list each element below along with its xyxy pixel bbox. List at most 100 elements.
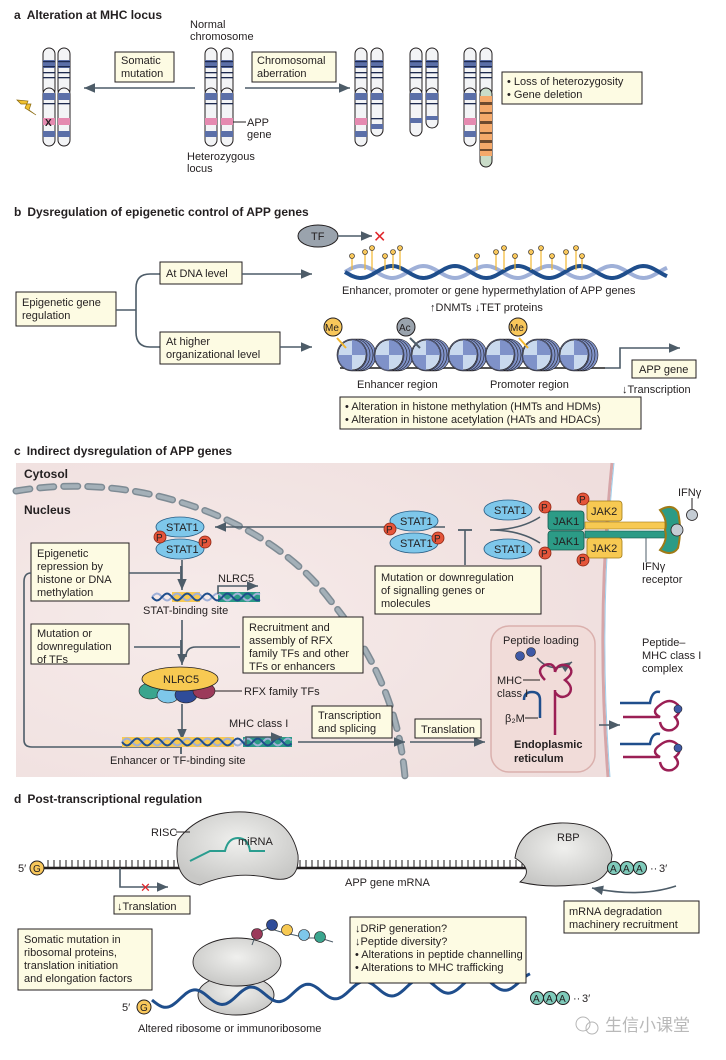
svg-text:P: P: [156, 533, 163, 544]
nascent-peptide: [251, 919, 334, 946]
cap-icon-2: [136, 999, 152, 1015]
transcription-start-arrow: [605, 343, 680, 369]
epigenetic-regulation-box: [15, 291, 117, 327]
consequences-list: ↓DRiP generation?↓Peptide diversity?• Al…: [355, 923, 523, 974]
acetyl-mark: [396, 317, 416, 337]
svg-text:A: A: [623, 864, 630, 875]
chromosome-pair-mutated: X: [16, 47, 71, 147]
cytosol-label: Cytosol: [24, 467, 68, 481]
me-label-1: Me: [325, 323, 339, 334]
svg-text:P: P: [434, 534, 441, 545]
methylated-dna-helix: [343, 245, 668, 281]
translation-box: [414, 718, 482, 739]
svg-text:P: P: [201, 538, 208, 549]
blocked-x-icon: ✕: [140, 881, 151, 896]
mhc-class-i-heavy-chain: [538, 663, 573, 735]
svg-text:STAT1: STAT1: [166, 522, 199, 534]
stat-binding-dna: [151, 592, 261, 602]
chromosome-pair-partial-deletion: [354, 47, 384, 147]
svg-text:JAK1: JAK1: [553, 516, 579, 528]
svg-text:生信小课堂: 生信小课堂: [605, 1016, 690, 1036]
cap-icon: [29, 860, 45, 876]
recruitment-arrow: [591, 885, 677, 895]
svg-text:P: P: [579, 556, 586, 567]
app-gene-box: [631, 359, 697, 379]
rbp-protein: [514, 822, 613, 887]
enhancer-region-label: Enhancer region: [357, 379, 438, 391]
svg-text:JAK1: JAK1: [553, 536, 579, 548]
nucleosome-array: [336, 338, 599, 372]
mirna-strand: [189, 836, 265, 862]
rbp-label: RBP: [557, 832, 580, 844]
stat1-dimer-cytosolic: STAT1 STAT1 P P: [383, 510, 445, 554]
ifng-ligand: [686, 509, 698, 521]
rfx-family-label: RFX family TFs: [244, 686, 320, 698]
svg-text:A: A: [559, 994, 566, 1005]
svg-text:STAT1: STAT1: [494, 505, 527, 517]
five-prime-label-2: 5′: [122, 1002, 130, 1014]
svg-text:··: ··: [573, 993, 580, 1005]
svg-text:P: P: [541, 549, 548, 560]
recruitment-box: [242, 616, 364, 674]
mirna-label: miRNA: [238, 836, 273, 848]
svg-text:NLRC5: NLRC5: [163, 674, 199, 686]
stat1-monomer-top: [483, 499, 533, 521]
svg-text:A: A: [636, 864, 643, 875]
risc-complex: [176, 811, 299, 886]
chromosome-pair-loh: [463, 47, 493, 168]
higher-level-box: [159, 331, 281, 365]
ac-label: Ac: [399, 323, 411, 334]
peptide-mhc-complex-2: [620, 732, 683, 772]
mutation-mark: X: [45, 118, 52, 129]
watermark: 生信小课堂: [575, 1016, 690, 1036]
translation-down-text: ↓Translation: [117, 901, 177, 913]
me-label-2: Me: [510, 323, 524, 334]
chromosome-pair-deleted: [409, 47, 439, 137]
dnmt-tet-caption: ↑DNMTs ↓TET proteins: [430, 302, 543, 314]
ribosome-label: Altered ribosome or immunoribosome: [138, 1023, 321, 1035]
peptide-loading-label: Peptide loading: [503, 635, 579, 647]
degradation-box: [563, 900, 700, 934]
svg-text:JAK2: JAK2: [591, 543, 617, 555]
methyl-mark-1: [323, 317, 343, 337]
promoter-region-label: Promoter region: [490, 379, 569, 391]
svg-text:G: G: [140, 1003, 148, 1014]
hypermethylation-caption: Enhancer, promoter or gene hypermethylat…: [342, 285, 636, 297]
transcription-splicing-box: [311, 705, 393, 739]
svg-text:3′: 3′: [582, 993, 590, 1005]
ifng-label: IFNγ: [678, 487, 702, 499]
svg-text:A: A: [546, 994, 553, 1005]
svg-text:STAT1: STAT1: [400, 538, 433, 550]
svg-text:A: A: [533, 994, 540, 1005]
peptide-mhc-complex-1: [620, 690, 683, 732]
nucleus-label: Nucleus: [24, 503, 71, 517]
consequences-box: [349, 916, 527, 984]
chromosomal-aberration-box: [251, 51, 337, 83]
svg-text:STAT1: STAT1: [494, 544, 527, 556]
dna-level-text: At DNA level: [166, 268, 228, 280]
mhc-class-i-gene-label: MHC class I: [229, 718, 288, 730]
stat-binding-site-label: STAT-binding site: [143, 605, 228, 617]
ribosome-large-subunit: [192, 937, 282, 987]
svg-text:P: P: [541, 503, 548, 514]
methyl-mark-2: [508, 317, 528, 337]
enhancer-dna: [121, 737, 293, 747]
